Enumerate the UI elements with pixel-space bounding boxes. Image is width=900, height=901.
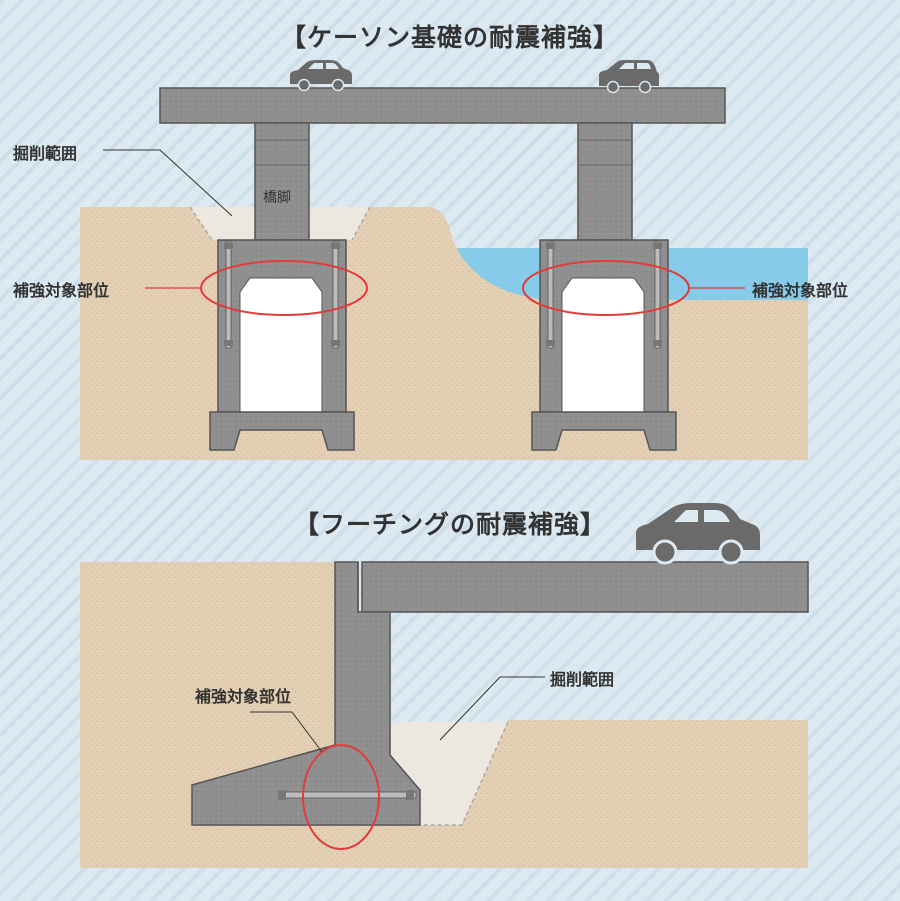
right-pier — [531, 122, 677, 451]
footing-excavation-label: 掘削範囲 — [550, 670, 615, 689]
target-ellipse — [302, 744, 380, 850]
car-icon — [636, 503, 760, 565]
bridge-deck — [159, 87, 726, 124]
footing-title: 【フーチングの耐震補強】 — [293, 510, 606, 539]
caisson-target-left-label: 補強対象部位 — [13, 281, 110, 300]
car-icon — [290, 60, 352, 92]
caisson-excavation-label: 掘削範囲 — [13, 144, 78, 163]
bridge-deck — [361, 561, 809, 613]
excavation-zone — [390, 722, 508, 825]
pier-label: 橋脚 — [263, 190, 291, 206]
caisson-section — [80, 60, 808, 460]
footing-target-label: 補強対象部位 — [195, 687, 292, 706]
car-icon — [599, 60, 659, 94]
caisson-target-right-label: 補強対象部位 — [752, 281, 849, 300]
caisson-title: 【ケーソン基礎の耐震補強】 — [280, 23, 619, 52]
footing-section — [80, 503, 809, 868]
left-pier — [209, 122, 355, 451]
